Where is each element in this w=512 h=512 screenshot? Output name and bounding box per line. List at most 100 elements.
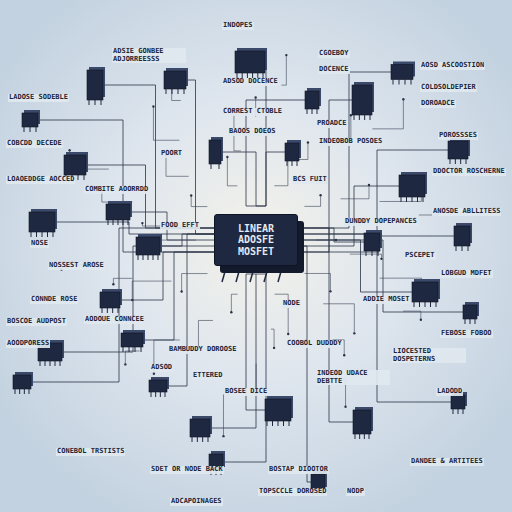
part-label: INDEOBOB POSOES: [318, 138, 383, 146]
wire: [296, 234, 458, 402]
trace-dot: [343, 354, 345, 356]
ic-chip: [463, 302, 479, 324]
pin: [465, 319, 466, 324]
chip-body: [353, 410, 371, 434]
pin: [430, 302, 431, 307]
part-label: DANDEE & ARTITEES: [410, 458, 484, 466]
ic-chip: [22, 110, 40, 132]
chip-body: [149, 380, 167, 392]
pin: [42, 232, 43, 237]
wire: [296, 228, 362, 422]
pin: [364, 115, 365, 120]
ic-chip: [265, 396, 293, 426]
trace-dot: [226, 156, 228, 158]
pin: [450, 159, 451, 164]
pin: [369, 434, 370, 439]
pin: [470, 319, 471, 324]
chip-pin: [278, 268, 282, 282]
pin: [401, 197, 402, 202]
pin: [453, 409, 454, 414]
trace: [403, 311, 421, 320]
pin: [287, 161, 288, 166]
chip-body: [190, 419, 210, 437]
part-label: AOSD ASCOOSTION: [420, 62, 485, 70]
pin: [148, 255, 149, 260]
pin: [272, 421, 273, 426]
part-label: ANOSDE ABLLITESS: [432, 208, 501, 216]
pin: [143, 255, 144, 260]
pin: [197, 437, 198, 442]
part-label: SDET OR NODE BACK: [150, 466, 224, 474]
ic-chip: [29, 209, 57, 237]
part-label: ADSOD DOCENCE: [222, 78, 279, 86]
trace: [223, 395, 230, 436]
part-label: CONEBOL TRSTISTS: [56, 448, 125, 456]
pin: [29, 389, 30, 394]
pin: [141, 347, 142, 352]
pin: [468, 246, 469, 251]
trace-dot: [190, 194, 192, 196]
part-label: NOSSEST AROSE: [48, 262, 105, 270]
part-label: INDOPES: [222, 22, 254, 30]
trace: [198, 320, 212, 347]
ic-chip: [399, 172, 427, 202]
pin: [113, 220, 114, 225]
pin: [359, 115, 360, 120]
trace: [182, 274, 208, 292]
chip-body: [305, 91, 319, 109]
pin: [475, 319, 476, 324]
wire: [118, 212, 216, 240]
pin: [411, 80, 412, 85]
trace: [231, 294, 237, 312]
pin: [101, 100, 102, 105]
pin: [460, 159, 461, 164]
wire: [110, 252, 216, 300]
pin: [456, 246, 457, 251]
chip-body: [412, 282, 438, 302]
pin: [317, 109, 318, 114]
ic-chip: [305, 88, 321, 114]
trace: [304, 195, 320, 206]
chip-body: [448, 141, 468, 159]
pin: [19, 389, 20, 394]
part-label: ADSIE GONBEE ADJORREESSS: [112, 48, 186, 63]
trace: [341, 185, 369, 199]
ic-chip: [136, 234, 162, 260]
pin: [102, 308, 103, 313]
chip-body: [209, 140, 221, 164]
trace: [227, 157, 237, 186]
trace-dot: [335, 239, 337, 241]
part-label: NODP: [346, 488, 365, 496]
pin: [165, 392, 166, 397]
pin: [355, 434, 356, 439]
part-label: POORT: [160, 150, 183, 158]
trace-dot: [112, 283, 114, 285]
trace: [281, 55, 286, 85]
chip-body: [100, 292, 120, 308]
ic-chip: [149, 377, 169, 397]
part-label: CONNDE ROSE: [30, 296, 78, 304]
part-label: BOSEE DICE: [224, 388, 268, 396]
pin: [366, 251, 367, 256]
trace-dot: [402, 98, 404, 100]
part-label: FOOD EFFT: [160, 222, 200, 230]
pin: [436, 302, 437, 307]
ic-chip: [87, 67, 105, 105]
part-label: LIOCESTED DOSPETERNS: [392, 348, 466, 363]
wire: [296, 246, 318, 482]
trace-dot: [180, 290, 182, 292]
ic-chip: [364, 230, 382, 256]
pin: [406, 197, 407, 202]
pin: [50, 361, 51, 366]
chip-body: [13, 375, 31, 389]
chip-body: [451, 395, 465, 409]
pin: [138, 255, 139, 260]
chip-body: [364, 233, 380, 251]
pin: [84, 175, 85, 180]
trace-dot: [344, 406, 346, 408]
part-label: DDOCTOR ROSCHERNE: [432, 168, 506, 176]
pin: [118, 308, 119, 313]
trace-dot: [329, 290, 331, 292]
pin: [405, 80, 406, 85]
